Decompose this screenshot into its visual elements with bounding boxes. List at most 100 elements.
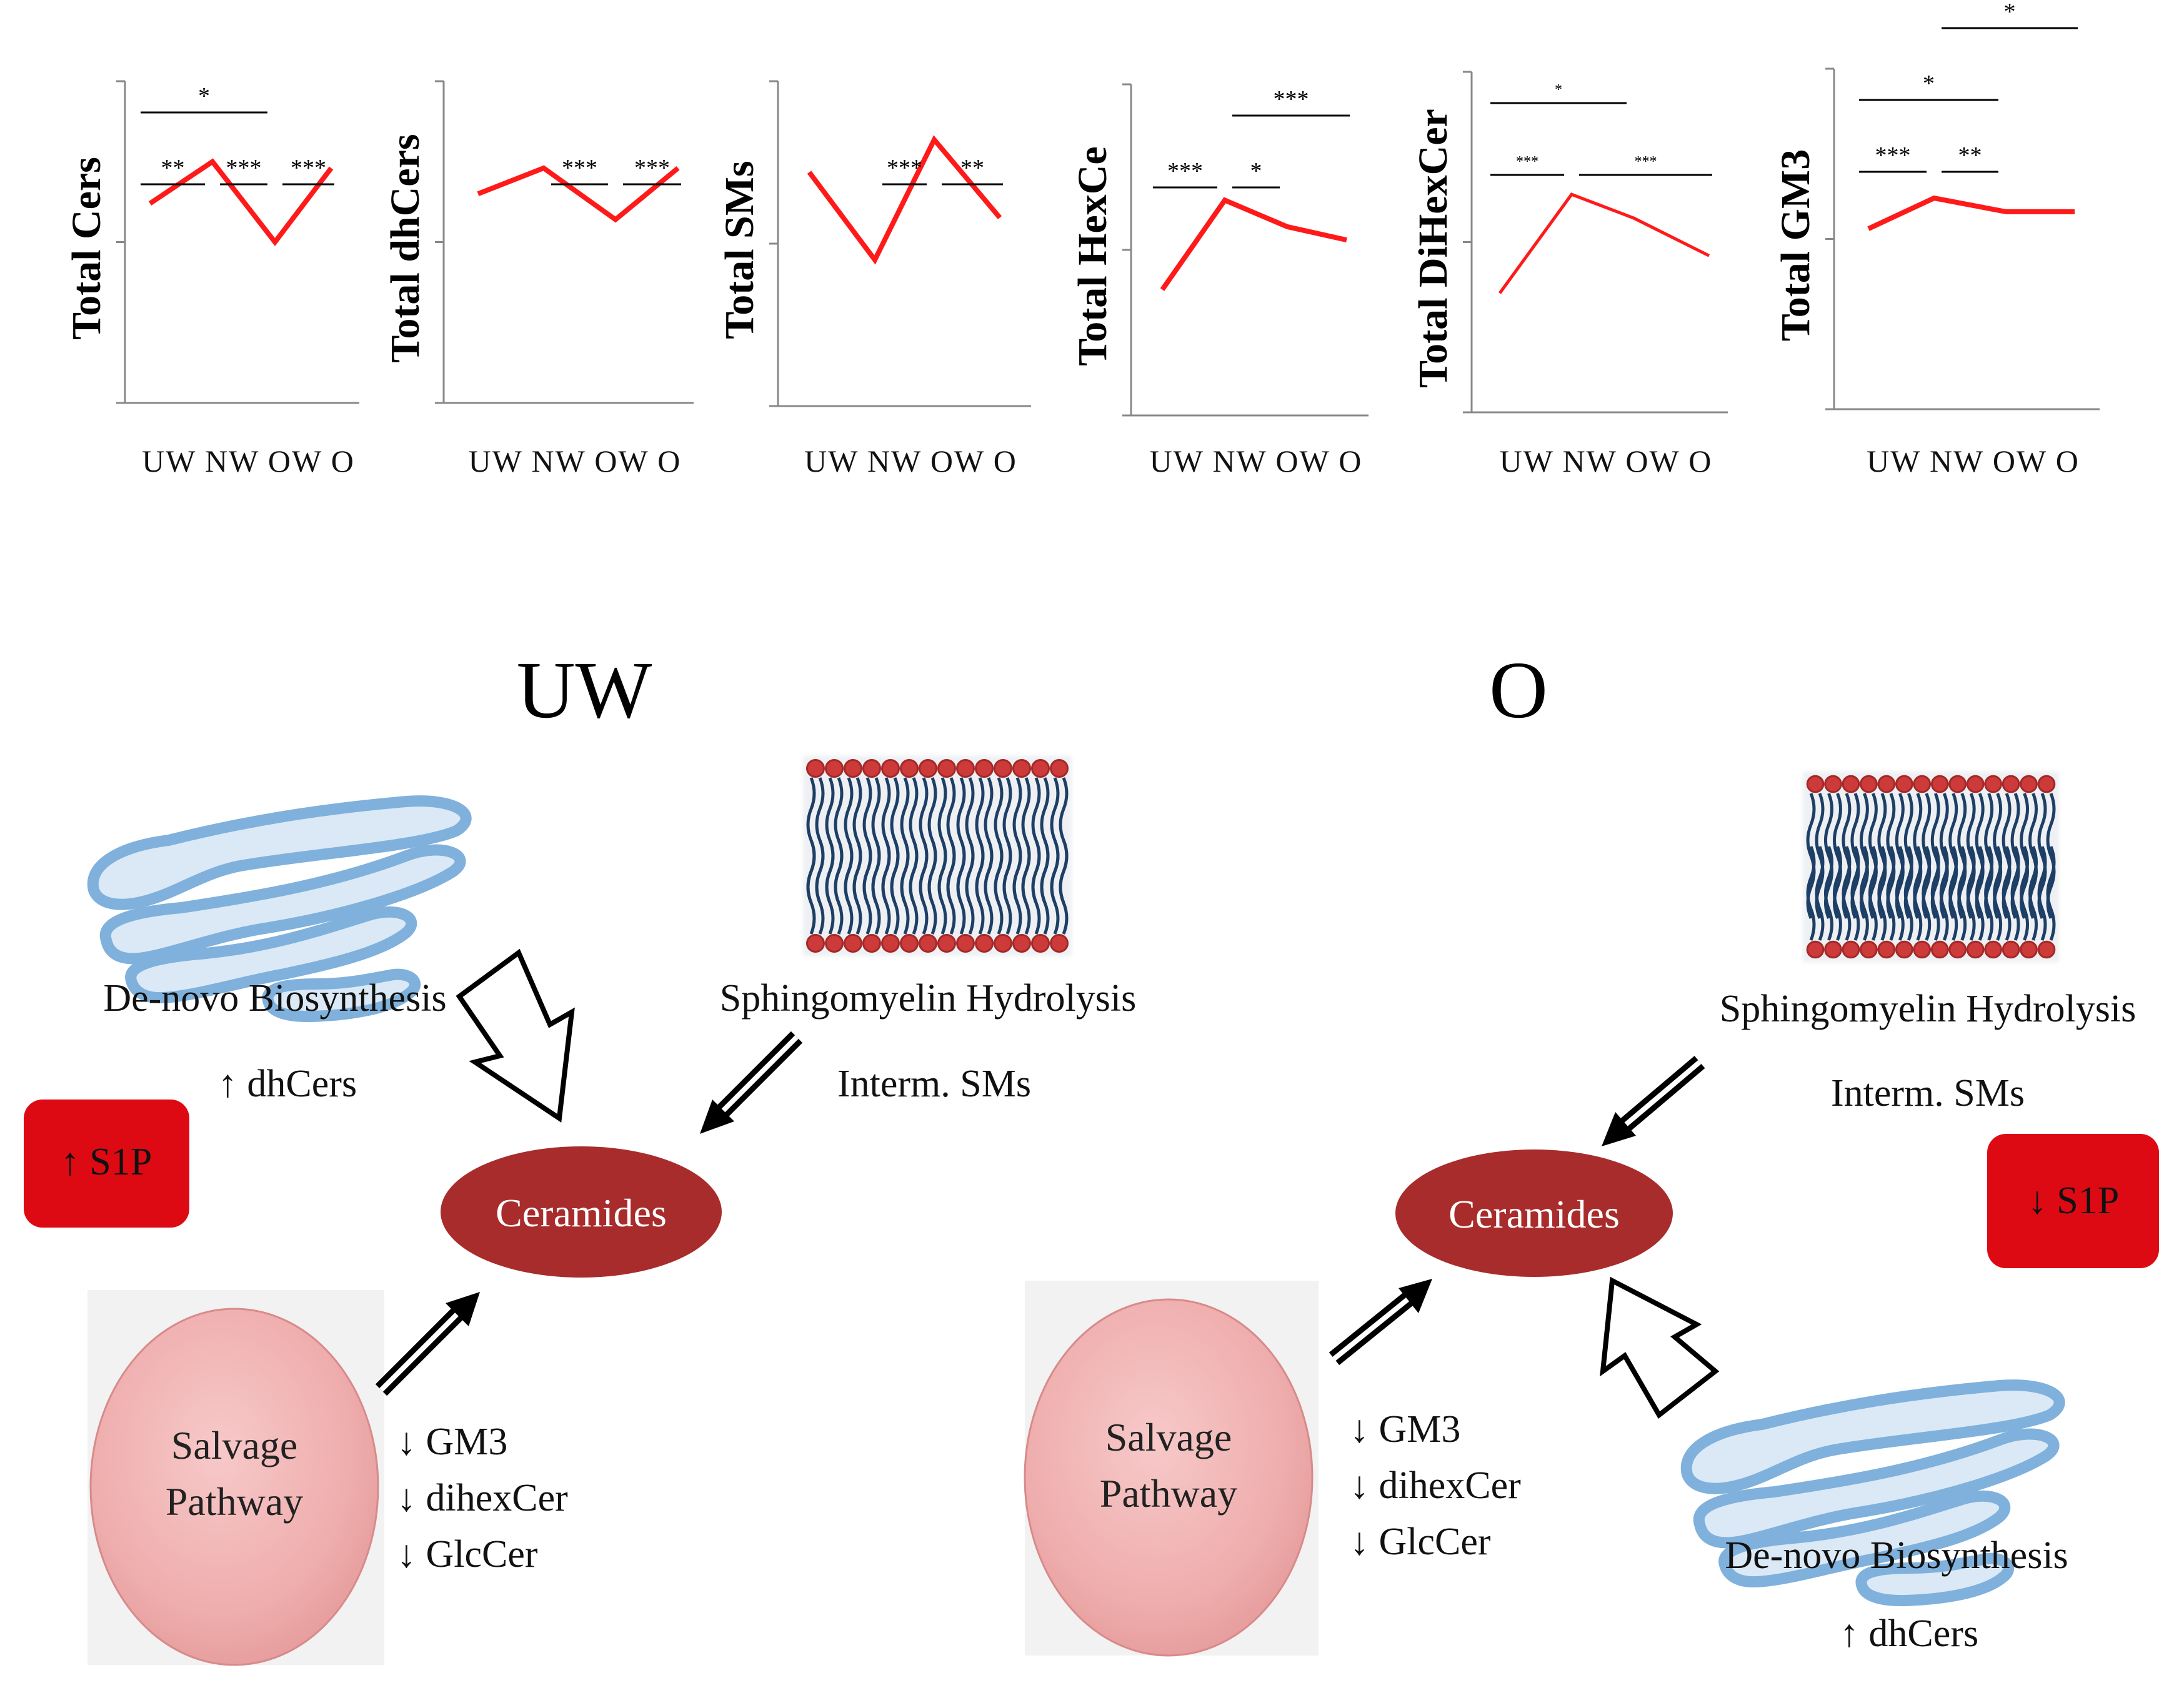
significance-label: *** [1274,86,1309,112]
lipid-head [919,759,937,778]
membrane-bilayer-icon [1803,772,2059,962]
lipid-tail [1975,846,1985,941]
lipid-tail [1806,846,1816,941]
o-s1p-label: ↓ S1P [2028,1179,2119,1222]
lipid-head [975,759,994,778]
lipid-tail [871,840,881,935]
o-sm-arrow [1602,1056,1705,1146]
significance-label: *** [562,155,597,181]
significance-label: *** [226,155,262,181]
lipid-head [1824,940,1842,959]
lipid-tail [1842,846,1852,941]
lipid-tail [825,840,835,935]
uw-denovo-change: ↑ dhCers [218,1063,357,1105]
lipid-tail [1823,846,1833,941]
lipid-tail [1939,846,1949,941]
lipid-tail [844,840,854,935]
lipid-tail [815,840,825,935]
lipid-tail [1930,846,1940,941]
lipid-head [825,759,844,778]
uw-title: UW [517,645,652,735]
uw-ceramides-label: Ceramides [496,1191,667,1235]
o-salvage-line1: Salvage [1105,1415,1232,1459]
lipid-tail [1957,846,1967,941]
lipid-tail [1832,846,1842,941]
lipid-head [2037,775,2056,793]
significance-label: *** [634,155,670,181]
x-axis-label: UW NW OW O [1500,444,1713,479]
lipid-head [919,934,937,953]
lipid-head [1877,775,1896,793]
lipid-tail [956,840,966,935]
o-salvage-change-3: ↓ GlcCer [1350,1521,1491,1563]
lipid-head [975,934,994,953]
lipid-head [2002,775,2020,793]
lipid-head [956,759,975,778]
lipid-head [1050,934,1069,953]
o-salvage-node [1024,1298,1314,1657]
o-salvage-arrow [1329,1279,1432,1366]
uw-salvage-line1: Salvage [171,1423,298,1467]
lipid-head [1842,775,1860,793]
lipid-head [1842,940,1860,959]
uw-panel: UW De-novo Biosynthesis ↑ dhCers ↑ S1P S… [24,645,1136,1666]
lipid-head [862,934,881,953]
lipid-tail [2020,846,2030,941]
lipid-head [1031,934,1050,953]
uw-salvage-change-2: ↓ dihexCer [397,1477,568,1519]
significance-label: * [1923,71,1935,97]
lipid-head [994,934,1012,953]
significance-label: ** [960,155,984,181]
lipid-head [844,934,862,953]
x-axis-label: UW NW OW O [1867,444,2080,479]
lipid-tail [1012,840,1022,935]
lipid-head [1012,759,1031,778]
lipid-head [1895,775,1913,793]
lipid-head [2037,940,2056,959]
y-axis-label: Total SMs [717,161,762,339]
y-axis-label: Total Cers [64,157,109,340]
x-axis-label: UW NW OW O [804,444,1017,479]
significance-label: ** [1958,142,1982,169]
lipid-head [1984,775,2002,793]
series-line [807,135,1002,265]
o-s1p-box [1987,1134,2159,1268]
lipid-head [1860,940,1878,959]
lipid-tail [919,840,929,935]
lipid-tail [1922,846,1932,941]
lipid-head [1895,940,1913,959]
lipid-head [1824,775,1842,793]
membrane-shadow [803,756,1072,956]
o-salvage-change-2: ↓ dihexCer [1350,1464,1521,1507]
uw-salvage-change-1: ↓ GM3 [397,1421,507,1463]
significance-label: * [1555,82,1562,98]
series-line [1160,197,1347,291]
o-ceramides-label: Ceramides [1449,1192,1620,1236]
significance-label: ** [161,155,185,181]
significance-label: *** [887,155,922,181]
uw-s1p-box [24,1100,189,1228]
lipid-tail [890,840,900,935]
lipid-tail [937,840,947,935]
lipid-head [1877,940,1896,959]
o-denovo-change: ↑ dhCers [1840,1612,1978,1655]
uw-salvage-node [89,1308,379,1666]
lipid-tail [1948,846,1958,941]
significance-label: * [1250,158,1262,184]
o-salvage-line2: Pathway [1100,1471,1237,1516]
uw-ceramides-node [441,1146,722,1278]
o-sm-label: Sphingomyelin Hydrolysis [1720,988,2137,1030]
lipid-tail [881,840,891,935]
membrane-bilayer-icon [803,756,1072,956]
uw-salvage-change-3: ↓ GlcCer [397,1533,538,1576]
lipid-head [937,759,956,778]
o-salvage-change-1: ↓ GM3 [1350,1408,1460,1451]
series-line [1498,192,1710,294]
uw-salvage-line2: Pathway [166,1479,303,1524]
lipid-head [806,934,825,953]
uw-denovo-label: De-novo Biosynthesis [103,977,446,1020]
